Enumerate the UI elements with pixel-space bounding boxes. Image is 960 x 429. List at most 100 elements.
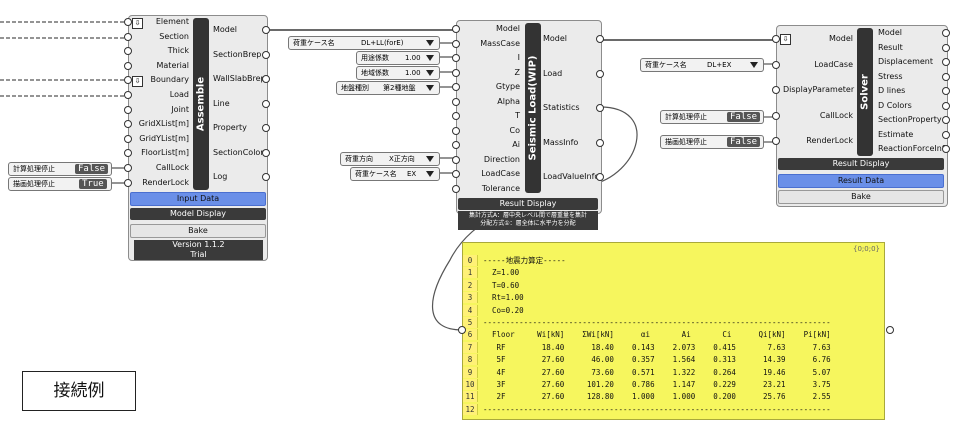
selector-value: 1.00 [405,69,421,77]
dropdown-arrow-icon[interactable] [426,156,434,162]
dropdown-arrow-icon[interactable] [750,62,758,68]
solver-input-port-label: RenderLock [806,136,853,145]
seismic-input-port[interactable] [452,141,460,149]
panel-row: 0-----地震力算定----- [463,255,884,266]
selector-value: EX [407,170,417,178]
assemble-output-port[interactable] [262,99,270,108]
assemble-output-port[interactable] [262,124,270,132]
zone-selector[interactable]: 地域係数 1.00 [356,66,440,80]
solver-input-port[interactable] [772,86,780,94]
loadcase-selector[interactable]: 荷重ケース名 EX [350,167,440,181]
render-stop-toggle[interactable]: 描画処理停止 True [8,177,112,191]
solver-input-port-label: LoadCase [814,59,853,69]
assemble-input-port[interactable] [124,61,132,70]
seismic-input-port-label: Ai [512,140,520,149]
toggle-value[interactable]: False [727,137,761,147]
solver-output-port[interactable] [942,43,950,52]
seismic-input-port[interactable] [452,83,460,91]
version-box: Version 1.1.2 Trial [134,240,263,260]
assemble-input-port[interactable] [124,149,132,158]
dropdown-arrow-icon[interactable] [426,85,434,91]
solver-output-port[interactable] [942,29,950,37]
assemble-bake-button[interactable]: Bake [130,224,266,238]
solver-loadcase-selector[interactable]: 荷重ケース名 DL+EX [640,58,764,72]
solver-calc-stop-toggle[interactable]: 計算処理停止 False [660,110,764,124]
ground-selector[interactable]: 地盤種別 第2種地盤 [336,81,440,95]
toggle-value[interactable]: True [79,179,107,189]
seismic-input-port[interactable] [452,25,460,33]
dropdown-arrow-icon[interactable] [426,171,434,177]
assemble-input-port[interactable] [124,120,132,129]
seismic-output-port[interactable] [596,173,604,181]
dropdown-arrow-icon[interactable] [426,55,434,61]
solver-input-port-label: DisplayParameter [783,85,855,94]
solver-input-port[interactable] [772,137,780,145]
solver-render-stop-toggle[interactable]: 描画処理停止 False [660,135,764,149]
importance-selector[interactable]: 用途係数 1.00 [356,51,440,65]
seismic-output-port[interactable] [596,104,604,112]
calc-stop-toggle[interactable]: 計算処理停止 False [8,162,112,176]
assemble-input-port[interactable] [124,178,132,187]
panel-line-text: Z=1.00 [483,268,520,278]
assemble-output-port[interactable] [262,173,270,181]
assemble-input-port[interactable] [124,47,132,56]
solver-output-port[interactable] [942,72,950,81]
seismic-input-port[interactable] [452,54,460,62]
solver-output-port[interactable] [942,87,950,95]
assemble-input-port[interactable] [124,105,132,114]
input-data-button[interactable]: Input Data [130,192,266,206]
seismic-output-port[interactable] [596,69,604,78]
seismic-result-display-button[interactable]: Result Display [458,198,598,210]
direction-selector[interactable]: 荷重方向 X正方向 [340,152,440,166]
solver-input-port[interactable] [772,35,780,43]
result-data-button[interactable]: Result Data [778,174,944,188]
solver-input-port[interactable] [772,111,780,120]
seismic-input-port[interactable] [452,126,460,135]
solver-output-port[interactable] [942,145,950,153]
assemble-component[interactable]: Assemble [128,15,268,261]
seismic-input-port[interactable] [452,39,460,48]
assemble-input-port[interactable] [124,76,132,85]
assemble-input-port[interactable] [124,134,132,143]
solver-output-port[interactable] [942,116,950,124]
assemble-input-port[interactable] [124,18,132,26]
solver-result-display-button[interactable]: Result Display [778,158,944,170]
solver-bake-button[interactable]: Bake [778,190,944,204]
seismic-input-port[interactable] [452,112,460,120]
solver-input-port[interactable] [772,60,780,69]
seismic-core[interactable]: Seismic Load(WIP) [525,23,541,193]
assemble-input-port[interactable] [124,164,132,172]
assemble-output-port[interactable] [262,75,270,83]
toggle-value[interactable]: False [75,164,109,174]
model-display-button[interactable]: Model Display [130,208,266,220]
seismic-output-port[interactable] [596,35,604,43]
solver-output-port[interactable] [942,58,950,66]
dropdown-arrow-icon[interactable] [426,40,434,46]
solver-output-port[interactable] [942,130,950,139]
assemble-input-port-label: Material [156,60,190,70]
seismic-output-port[interactable] [596,138,604,147]
seismic-input-port[interactable] [452,68,460,77]
seismic-input-port[interactable] [452,155,460,164]
assemble-core[interactable]: Assemble [193,18,209,190]
solver-output-port[interactable] [942,101,950,110]
assemble-element-icon: ⇩ [132,18,143,29]
seismic-input-port[interactable] [452,170,460,178]
panel-output-port[interactable] [886,326,894,334]
seismic-input-port-label: Gtype [495,82,520,91]
seismic-input-port[interactable] [452,97,460,106]
masscase-selector[interactable]: 荷重ケース名 DL+LL(forE) [288,36,440,50]
seismic-load-component[interactable]: Seismic Load(WIP) [456,20,602,214]
seismic-input-port[interactable] [452,184,460,193]
solver-core[interactable]: Solver [857,28,873,156]
dropdown-arrow-icon[interactable] [426,70,434,76]
assemble-input-port[interactable] [124,91,132,99]
toggle-label: 描画処理停止 [13,180,55,188]
assemble-output-port[interactable] [262,26,270,34]
toggle-value[interactable]: False [727,112,761,122]
assemble-input-port[interactable] [124,32,132,41]
assemble-output-port[interactable] [262,50,270,59]
assemble-output-port[interactable] [262,148,270,157]
panel-input-port[interactable] [458,326,466,334]
